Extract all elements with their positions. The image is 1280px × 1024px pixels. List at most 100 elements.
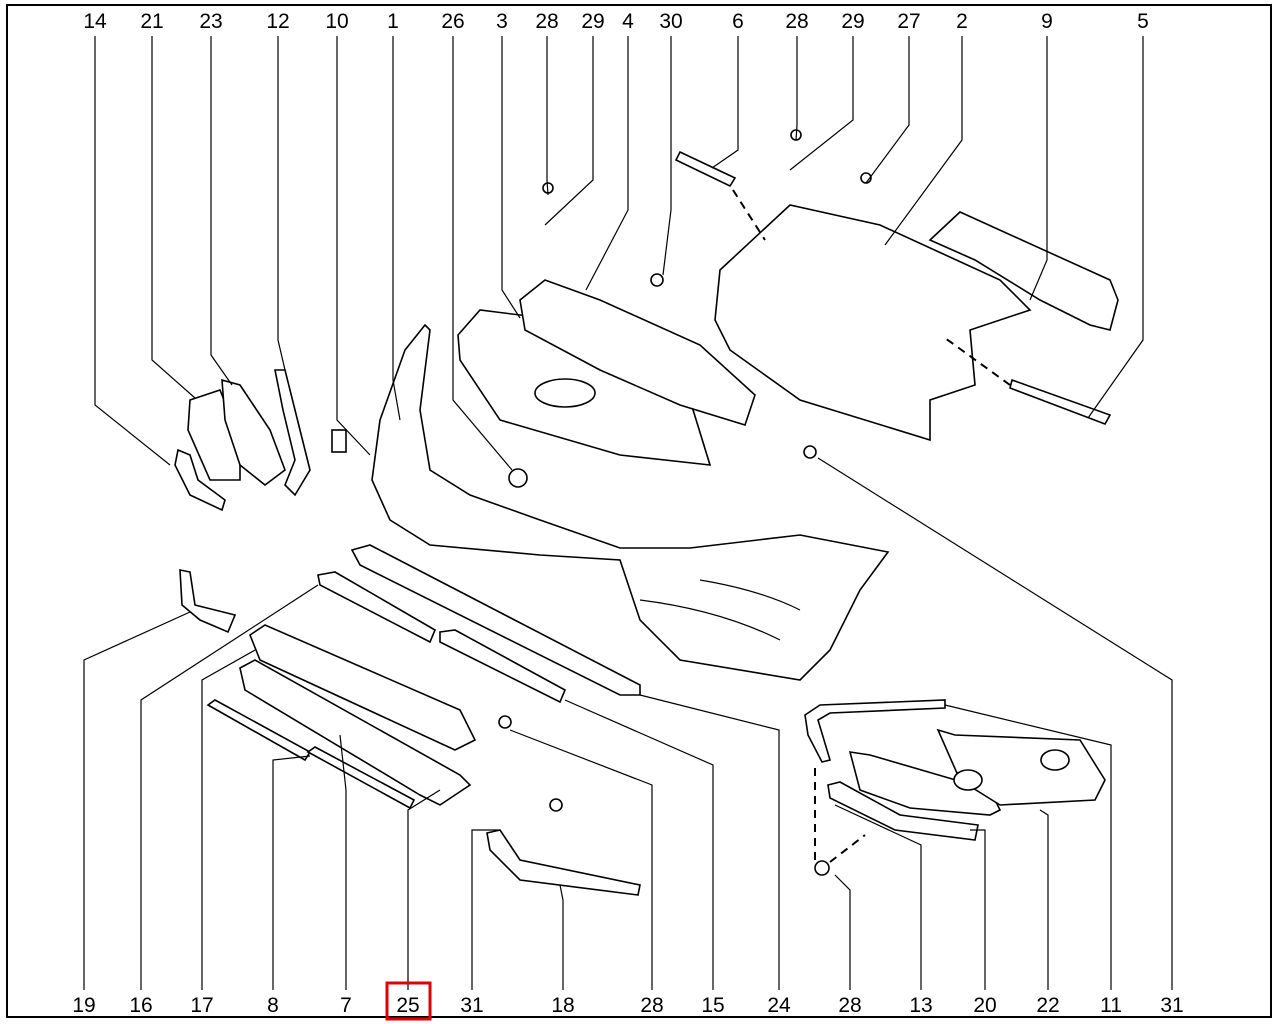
parts-drawing — [174, 129, 1119, 896]
leader-line — [834, 874, 851, 990]
callout-28[interactable]: 28 — [838, 994, 861, 1017]
emblem — [534, 378, 596, 408]
leader-line — [501, 36, 521, 319]
moulding-7 — [306, 746, 416, 810]
screw-28c — [498, 715, 512, 729]
grille-mesh — [519, 279, 756, 426]
fog-cover-20 — [848, 751, 1002, 816]
leader-line — [392, 36, 401, 421]
leader-line — [662, 36, 672, 276]
assembly-arrow — [732, 189, 766, 241]
callout-9[interactable]: 9 — [1041, 10, 1053, 33]
leader-line — [544, 36, 594, 226]
callout-5[interactable]: 5 — [1137, 10, 1149, 33]
leader-line — [407, 789, 441, 990]
callout-17[interactable]: 17 — [190, 994, 213, 1017]
callout-7[interactable]: 7 — [340, 994, 352, 1017]
bracket-19 — [179, 569, 237, 634]
assembly-arrow — [829, 834, 866, 863]
callout-12[interactable]: 12 — [266, 10, 289, 33]
leader-line — [201, 649, 256, 990]
leader-line — [884, 36, 963, 246]
callout-28[interactable]: 28 — [535, 10, 558, 33]
callout-16[interactable]: 16 — [129, 994, 152, 1017]
corner-18 — [486, 829, 641, 896]
callout-29[interactable]: 29 — [581, 10, 604, 33]
leader-line — [834, 804, 922, 990]
callout-21[interactable]: 21 — [140, 10, 163, 33]
callout-13[interactable]: 13 — [909, 994, 932, 1017]
leader-line — [277, 36, 286, 371]
callout-29[interactable]: 29 — [841, 10, 864, 33]
bumper-cover — [371, 323, 890, 681]
callout-11[interactable]: 11 — [1100, 994, 1122, 1017]
lower-grille-15 — [439, 629, 567, 704]
leader-line — [336, 36, 371, 456]
screw-30 — [650, 273, 664, 287]
leader-lines — [83, 36, 1173, 990]
leader-line — [559, 884, 564, 990]
leader-line — [639, 694, 780, 990]
callout-28[interactable]: 28 — [640, 994, 663, 1017]
leader-line — [970, 829, 986, 990]
clip-26 — [508, 468, 528, 488]
bracket-23 — [221, 378, 286, 487]
leader-line — [140, 584, 319, 990]
leader-line — [564, 699, 714, 990]
callout-6[interactable]: 6 — [732, 10, 744, 33]
callout-3[interactable]: 3 — [496, 10, 508, 33]
leader-line — [944, 704, 1112, 990]
callout-22[interactable]: 22 — [1036, 994, 1059, 1017]
callout-19[interactable]: 19 — [72, 994, 95, 1017]
callout-27[interactable]: 27 — [897, 10, 920, 33]
callout-31[interactable]: 31 — [1160, 994, 1183, 1017]
highlight-box — [385, 981, 432, 1021]
frame-11 — [804, 699, 946, 763]
plug-10 — [331, 429, 347, 453]
leader-line — [865, 36, 910, 184]
callout-15[interactable]: 15 — [701, 994, 724, 1017]
callout-14[interactable]: 14 — [83, 10, 107, 33]
leader-line — [83, 611, 191, 990]
callout-31[interactable]: 31 — [460, 994, 483, 1017]
screw-31b — [549, 798, 563, 812]
side-seal — [1009, 378, 1112, 425]
callout-23[interactable]: 23 — [199, 10, 222, 33]
leader-line — [817, 457, 1173, 990]
callout-4[interactable]: 4 — [622, 10, 634, 33]
leader-line — [1029, 36, 1048, 301]
callout-30[interactable]: 30 — [659, 10, 682, 33]
callout-25[interactable]: 25 — [396, 994, 419, 1017]
leader-line — [339, 734, 347, 990]
callout-8[interactable]: 8 — [267, 994, 279, 1017]
leader-line — [795, 36, 798, 141]
upper-seal — [674, 150, 737, 188]
lower-grille-17 — [249, 624, 477, 751]
lower-grille-16 — [317, 571, 437, 644]
callout-26[interactable]: 26 — [441, 10, 464, 33]
leader-line — [471, 829, 500, 990]
callout-18[interactable]: 18 — [551, 994, 574, 1017]
callout-28[interactable]: 28 — [785, 10, 808, 33]
screw-28d — [814, 860, 830, 876]
diagram-frame — [6, 4, 1272, 1018]
leader-line — [546, 36, 549, 196]
trim-13 — [827, 781, 979, 841]
callout-20[interactable]: 20 — [973, 994, 996, 1017]
leader-line — [585, 36, 629, 291]
leader-line — [272, 755, 311, 990]
callout-2[interactable]: 2 — [956, 10, 968, 33]
leader-line — [789, 36, 854, 171]
energy-absorber — [928, 211, 1119, 331]
callout-1[interactable]: 1 — [387, 10, 399, 33]
leader-line — [452, 36, 513, 471]
leader-line — [509, 729, 653, 990]
leader-line — [210, 36, 233, 386]
callout-24[interactable]: 24 — [767, 994, 791, 1017]
callout-10[interactable]: 10 — [325, 10, 348, 33]
leader-line — [1087, 36, 1144, 419]
bracket-12 — [274, 369, 311, 497]
leader-line — [1039, 809, 1049, 990]
